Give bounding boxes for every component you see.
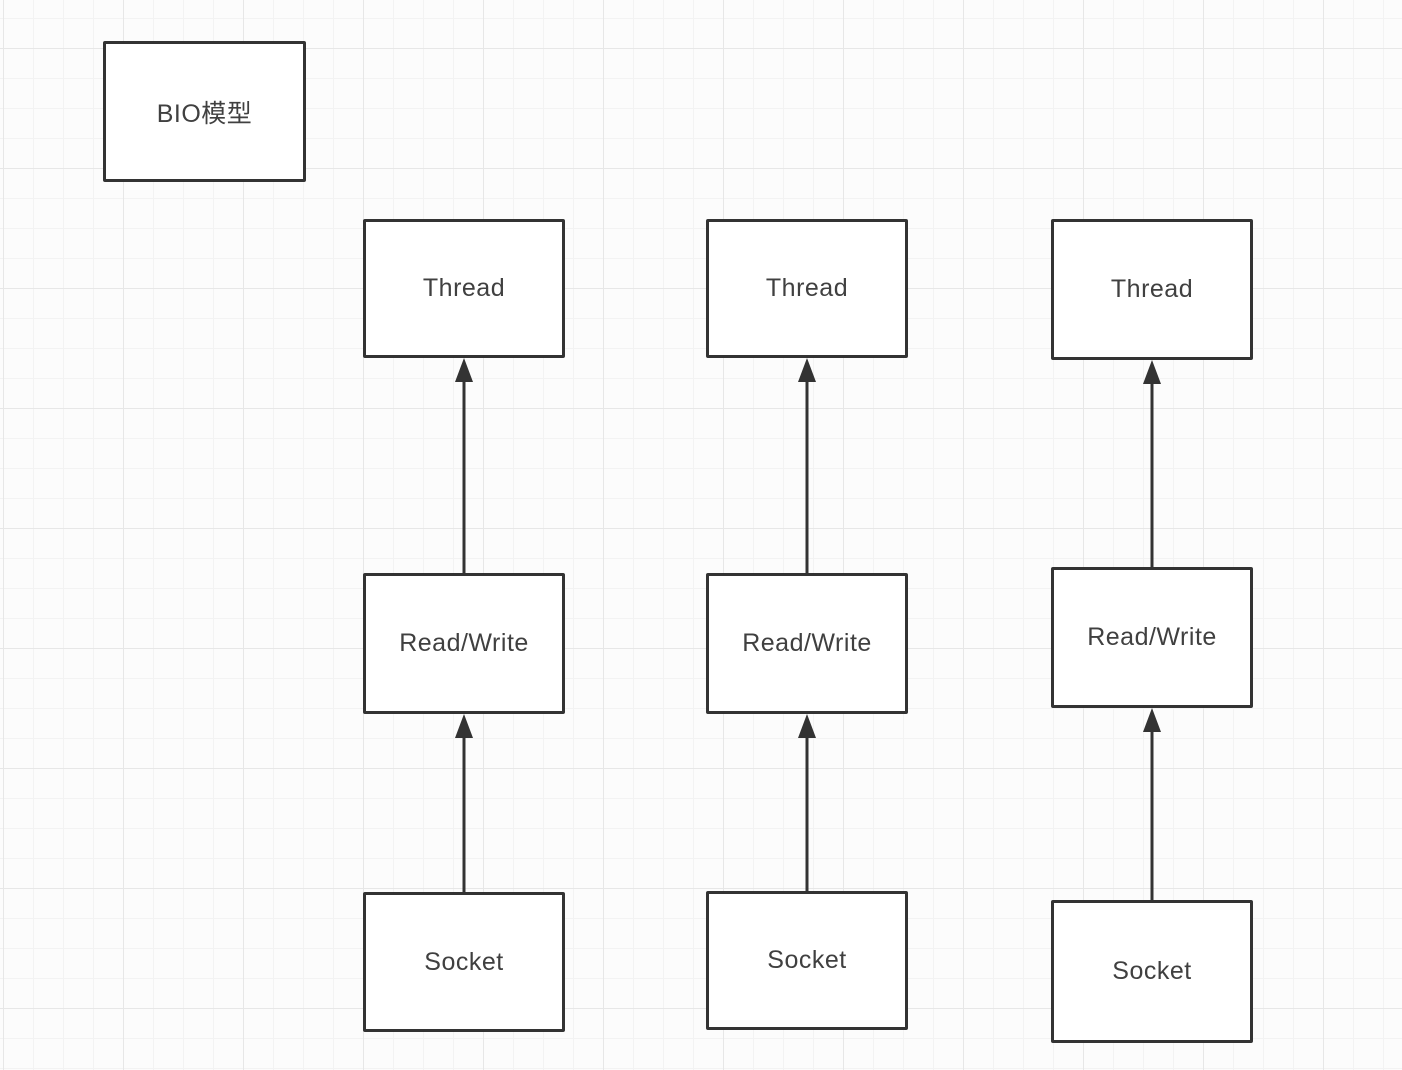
socket-label-1: Socket — [424, 947, 504, 976]
title-box[interactable]: BIO模型 — [103, 41, 306, 182]
arrow-socket-to-readwrite-2[interactable] — [798, 714, 816, 891]
read-write-box-3[interactable]: Read/Write — [1051, 567, 1253, 708]
arrow-shaft — [805, 380, 809, 573]
thread-box-3[interactable]: Thread — [1051, 219, 1253, 360]
read-write-label-3: Read/Write — [1087, 623, 1217, 651]
arrow-readwrite-to-thread-3[interactable] — [1143, 360, 1161, 567]
diagram-title: BIO模型 — [156, 99, 253, 128]
thread-label-2: Thread — [765, 274, 849, 302]
arrow-readwrite-to-thread-2[interactable] — [798, 358, 816, 573]
arrow-socket-to-readwrite-1[interactable] — [455, 714, 473, 892]
arrow-shaft — [462, 736, 466, 892]
thread-box-2[interactable]: Thread — [706, 219, 908, 358]
arrow-shaft — [1150, 730, 1154, 900]
thread-box-1[interactable]: Thread — [363, 219, 565, 358]
read-write-label-2: Read/Write — [742, 629, 872, 657]
arrow-socket-to-readwrite-3[interactable] — [1143, 708, 1161, 900]
socket-label-3: Socket — [1112, 957, 1192, 985]
arrow-head-icon — [1143, 360, 1161, 384]
thread-label-3: Thread — [1110, 275, 1194, 303]
arrow-readwrite-to-thread-1[interactable] — [455, 358, 473, 573]
read-write-box-2[interactable]: Read/Write — [706, 573, 908, 714]
arrow-shaft — [1150, 382, 1154, 567]
socket-box-2[interactable]: Socket — [706, 891, 908, 1030]
thread-label-1: Thread — [422, 274, 506, 302]
socket-box-3[interactable]: Socket — [1051, 900, 1253, 1043]
socket-box-1[interactable]: Socket — [363, 892, 565, 1032]
read-write-box-1[interactable]: Read/Write — [363, 573, 565, 714]
socket-label-2: Socket — [767, 946, 847, 974]
arrow-shaft — [805, 736, 809, 891]
arrow-head-icon — [455, 714, 473, 738]
arrow-head-icon — [455, 358, 473, 382]
arrow-head-icon — [798, 358, 816, 382]
arrow-head-icon — [798, 714, 816, 738]
read-write-label-1: Read/Write — [399, 629, 529, 657]
arrow-head-icon — [1143, 708, 1161, 732]
arrow-shaft — [462, 380, 466, 573]
